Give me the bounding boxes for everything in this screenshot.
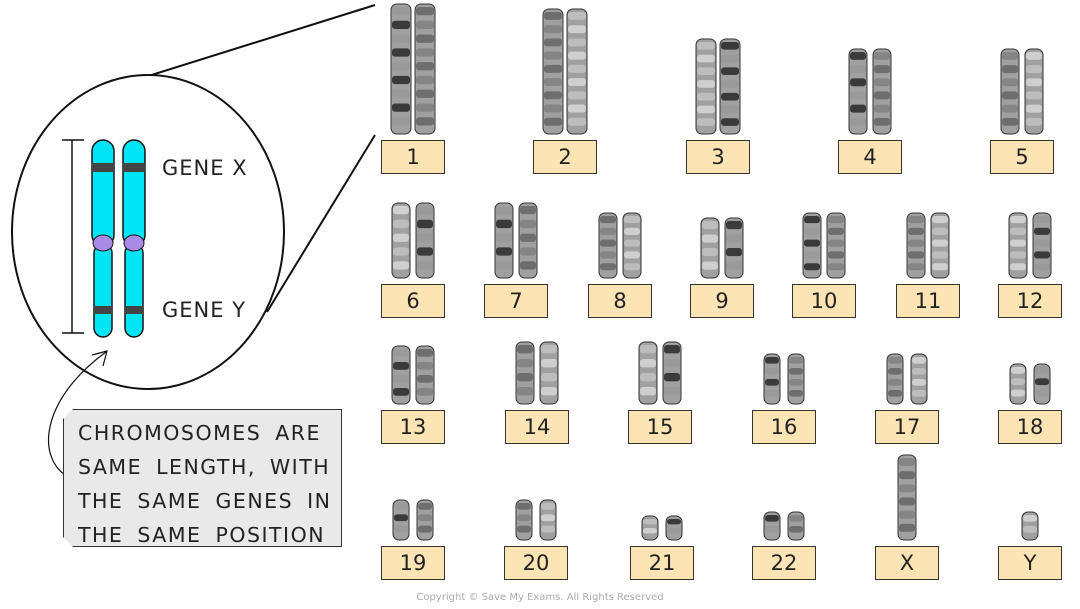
chromosome-4-b (872, 48, 892, 135)
chromosome-label-5: 5 (990, 140, 1054, 174)
chromosome-16-b (787, 353, 805, 405)
chromosome-label-18: 18 (998, 410, 1062, 444)
chromosome-7-a (494, 202, 514, 279)
chromosome-label-2: 2 (533, 140, 597, 174)
centromere (92, 234, 114, 252)
gene-y-band (125, 306, 143, 314)
chromosome-10-b (826, 212, 846, 279)
chromosome-16-a (763, 353, 781, 405)
chromosome-label-3: 3 (686, 140, 750, 174)
chromosome-label-13: 13 (381, 410, 445, 444)
chromosome-15-a (638, 341, 658, 405)
chromosome-9-a (700, 217, 720, 279)
chromosome-21-a (641, 515, 659, 541)
chromosome-19-a (392, 499, 410, 541)
zoom-circle (11, 74, 285, 390)
chromosome-label-17: 17 (875, 410, 939, 444)
chromosome-1-b (414, 3, 436, 135)
chromosome-3-b (719, 38, 741, 135)
chromosome-3-a (695, 38, 717, 135)
chromosome-19-b (416, 499, 434, 541)
length-bar (62, 139, 84, 334)
gene-y-band (94, 306, 112, 314)
gene-x-band (123, 163, 145, 172)
chromosome-15-b (662, 341, 682, 405)
chromosome-2-b (566, 8, 588, 135)
chromosome-8-a (598, 212, 618, 279)
chromosome-4-a (848, 48, 868, 135)
chromosome-9-b (724, 217, 744, 279)
homolog-chromosome (122, 139, 146, 338)
chromosome-label-21: 21 (630, 546, 694, 580)
chromosome-label-10: 10 (792, 284, 856, 318)
chromosome-17-b (910, 353, 928, 405)
chromosome-7-b (518, 202, 538, 279)
chromosome-label-20: 20 (504, 546, 568, 580)
chromosome-13-a (391, 345, 411, 405)
gene-x-band (92, 163, 114, 172)
chromosome-20-a (515, 499, 533, 541)
chromosome-13-b (415, 345, 435, 405)
chromosome-6-a (391, 202, 411, 279)
karyotype-chromosomes (390, 3, 1052, 541)
chromosome-label-4: 4 (838, 140, 902, 174)
chromosome-label-12: 12 (998, 284, 1062, 318)
centromere (123, 234, 145, 252)
chromosome-label-14: 14 (505, 410, 569, 444)
homologous-chromosome-pair (91, 139, 146, 338)
chromosome-11-b (930, 212, 950, 279)
callout-box: CHROMOSOMES ARE SAME LENGTH, WITH THE SA… (63, 409, 342, 547)
gene-y-label: GENE Y (162, 298, 247, 322)
chromosome-label-16: 16 (752, 410, 816, 444)
chromosome-20-b (539, 499, 557, 541)
chromosome-label-1: 1 (381, 140, 445, 174)
chromosome-12-a (1008, 212, 1028, 279)
chromosome-label-y: Y (998, 546, 1062, 580)
arrow-head (91, 350, 108, 367)
chromosome-11-a (906, 212, 926, 279)
chromosome-17-a (886, 353, 904, 405)
chromosome-22-a (763, 511, 781, 541)
chromosome-5-a (1000, 48, 1020, 135)
chromosome-12-b (1032, 212, 1052, 279)
chromosome-2-a (542, 8, 564, 135)
pointer-arrow (48, 351, 107, 479)
chromosome-1-a (390, 3, 412, 135)
gene-x-label: GENE X (162, 156, 248, 180)
chromosome-14-a (515, 341, 535, 405)
chromosome-10-a (802, 212, 822, 279)
chromosome-18-a (1009, 363, 1027, 405)
chromosome-label-9: 9 (690, 284, 754, 318)
chromosome-label-7: 7 (484, 284, 548, 318)
chromosome-6-b (415, 202, 435, 279)
chromosome-label-22: 22 (752, 546, 816, 580)
chromosome-label-11: 11 (896, 284, 960, 318)
chromosome-18-b (1033, 363, 1051, 405)
chromosome-y (1021, 511, 1039, 541)
chromosome-8-b (622, 212, 642, 279)
chromosome-label-15: 15 (628, 410, 692, 444)
copyright-notice: Copyright © Save My Exams. All Rights Re… (416, 592, 664, 603)
chromosome-label-6: 6 (381, 284, 445, 318)
chromosome-14-b (539, 341, 559, 405)
homolog-chromosome (91, 139, 115, 338)
chromosome-label-x: X (875, 546, 939, 580)
chromosome-label-19: 19 (381, 546, 445, 580)
chromosome-21-b (665, 515, 683, 541)
chromosome-5-b (1024, 48, 1044, 135)
chromosome-22-b (787, 511, 805, 541)
chromosome-label-8: 8 (588, 284, 652, 318)
chromosome-x (897, 454, 917, 541)
